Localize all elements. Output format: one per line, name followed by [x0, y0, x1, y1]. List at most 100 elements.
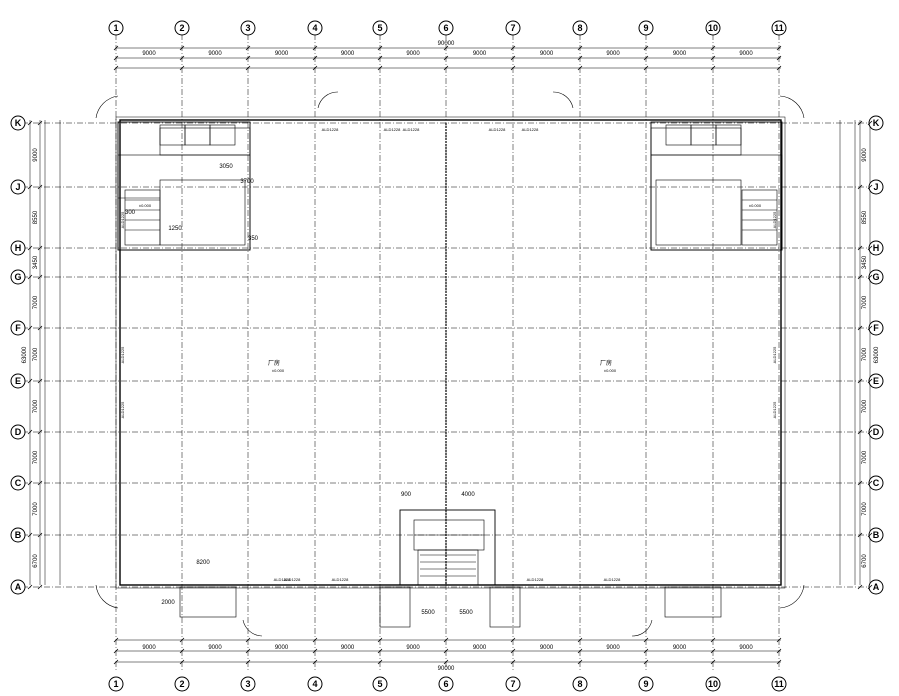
- col-label-7: 7: [510, 679, 515, 689]
- dim-tick: [776, 637, 782, 643]
- col-bubble-5-bottom: [372, 676, 388, 692]
- dim-tick: [577, 659, 583, 665]
- side-tag-left: ALD1225: [120, 346, 125, 363]
- dim-tick: [37, 245, 43, 251]
- row-label-A: A: [873, 582, 880, 592]
- dim-tick: [857, 274, 863, 280]
- door-tag-top: ALD1228: [522, 127, 539, 132]
- row-bubble-B-left: [10, 527, 26, 543]
- dim-tick: [443, 45, 449, 51]
- row-bubble-E-right: [868, 373, 884, 389]
- dim-tick: [27, 184, 33, 190]
- misc-dim: 5500: [459, 610, 473, 616]
- bay-dim-top: 9000: [739, 51, 753, 57]
- dim-tick: [377, 65, 383, 71]
- col-bubble-11-top: [771, 20, 787, 36]
- dim-tick: [27, 584, 33, 590]
- dim-tick: [643, 637, 649, 643]
- dim-tick: [867, 480, 873, 486]
- row-label-J: J: [873, 182, 878, 192]
- side-tag-right: ALD1225: [772, 346, 777, 363]
- dim-tick: [245, 648, 251, 654]
- row-label-G: G: [14, 272, 21, 282]
- door-tag-top: ALD1228: [384, 127, 401, 132]
- overall-width-top: 90000: [438, 41, 455, 47]
- dim-tick: [857, 584, 863, 590]
- row-bubble-G-right: [868, 269, 884, 285]
- row-dim-right: 7000: [862, 450, 868, 464]
- row-dim-left: 7000: [33, 502, 39, 516]
- dim-tick: [710, 637, 716, 643]
- col-bubble-4-top: [307, 20, 323, 36]
- door-tag-bottom: ALD1228: [527, 577, 544, 582]
- dim-tick: [27, 429, 33, 435]
- dim-tick: [867, 184, 873, 190]
- dim-tick: [312, 648, 318, 654]
- row-label-G: G: [872, 272, 879, 282]
- row-dim-right: 7000: [862, 295, 868, 309]
- col-label-2: 2: [179, 679, 184, 689]
- dim-tick: [776, 659, 782, 665]
- col-bubble-8-bottom: [572, 676, 588, 692]
- dim-tick: [179, 637, 185, 643]
- dim-tick: [857, 245, 863, 251]
- dim-tick: [776, 45, 782, 51]
- col-label-10: 10: [708, 679, 718, 689]
- row-dim-left: 7000: [33, 295, 39, 309]
- dim-tick: [179, 648, 185, 654]
- bay-dim-bottom: 9000: [341, 645, 355, 651]
- misc-dim: 350: [248, 236, 259, 242]
- side-tag-left: ALD1225: [120, 401, 125, 418]
- dim-tick: [113, 648, 119, 654]
- row-label-A: A: [15, 582, 22, 592]
- dim-tick: [245, 55, 251, 61]
- dim-tick: [37, 184, 43, 190]
- dim-tick: [37, 325, 43, 331]
- hall-level-right: ±0.000: [604, 368, 617, 373]
- bay-dim-top: 9000: [208, 51, 222, 57]
- row-label-J: J: [15, 182, 20, 192]
- bay-dim-bottom: 9000: [473, 645, 487, 651]
- dim-tick: [510, 648, 516, 654]
- dim-tick: [443, 659, 449, 665]
- dim-tick: [857, 120, 863, 126]
- dim-tick: [867, 378, 873, 384]
- door-tag-top: ALD1228: [403, 127, 420, 132]
- bay-dim-bottom: 9000: [606, 645, 620, 651]
- col-bubble-2-bottom: [174, 676, 190, 692]
- row-bubble-B-right: [868, 527, 884, 543]
- overall-depth-left: 63000: [22, 346, 28, 363]
- row-bubble-H-left: [10, 240, 26, 256]
- row-dim-left: 7000: [33, 347, 39, 361]
- building-outline: [29, 47, 871, 663]
- dim-tick: [857, 378, 863, 384]
- dim-tick: [867, 325, 873, 331]
- row-bubble-H-right: [868, 240, 884, 256]
- row-dim-left: 8550: [33, 210, 39, 224]
- dim-tick: [867, 429, 873, 435]
- col-bubble-1-top: [108, 20, 124, 36]
- dim-tick: [510, 637, 516, 643]
- dim-tick: [245, 45, 251, 51]
- dim-tick: [377, 648, 383, 654]
- side-tag-right: ALD1225: [772, 401, 777, 418]
- dim-tick: [577, 65, 583, 71]
- dim-tick: [510, 659, 516, 665]
- dim-tick: [377, 659, 383, 665]
- col-bubble-10-bottom: [705, 676, 721, 692]
- dim-tick: [443, 55, 449, 61]
- row-dim-right: 8550: [862, 210, 868, 224]
- col-label-4: 4: [312, 679, 317, 689]
- row-bubble-D-left: [10, 424, 26, 440]
- row-label-B: B: [15, 530, 22, 540]
- col-bubble-4-bottom: [307, 676, 323, 692]
- overall-depth-right: 63000: [874, 346, 880, 363]
- row-label-F: F: [15, 323, 21, 333]
- row-dim-left: 7000: [33, 399, 39, 413]
- side-tag-right: ALD1225: [772, 211, 777, 228]
- col-label-1: 1: [113, 679, 118, 689]
- row-dim-right: 3450: [862, 255, 868, 269]
- row-dim-right: 7000: [862, 347, 868, 361]
- dim-tick: [857, 325, 863, 331]
- col-bubble-9-top: [638, 20, 654, 36]
